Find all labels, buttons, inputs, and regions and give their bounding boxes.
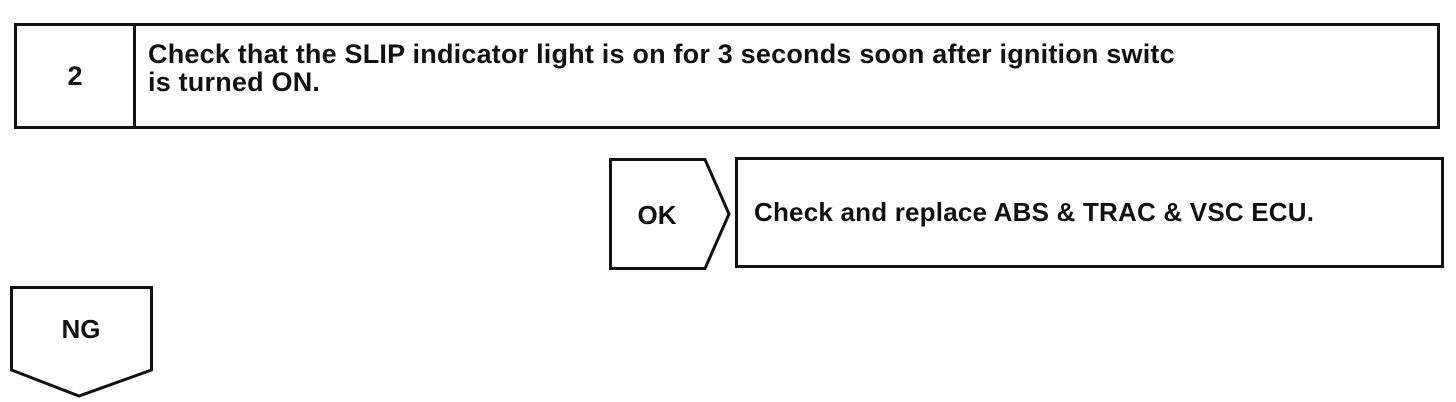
ng-arrow-shape [10,286,153,398]
ok-action-text: Check and replace ABS & TRAC & VSC ECU. [754,197,1315,227]
ng-arrow-outline [10,286,153,398]
step-instruction: Check that the SLIP indicator light is o… [148,39,1175,97]
ok-arrow-outline [609,158,731,270]
ok-arrow-shape [609,158,731,270]
step-header: 2 Check that the SLIP indicator light is… [14,23,1440,129]
step-number: 2 [17,26,136,126]
ok-branch-label: OK [637,200,677,230]
ok-action-box: Check and replace ABS & TRAC & VSC ECU. [735,157,1444,268]
ng-branch-label: NG [61,314,101,344]
